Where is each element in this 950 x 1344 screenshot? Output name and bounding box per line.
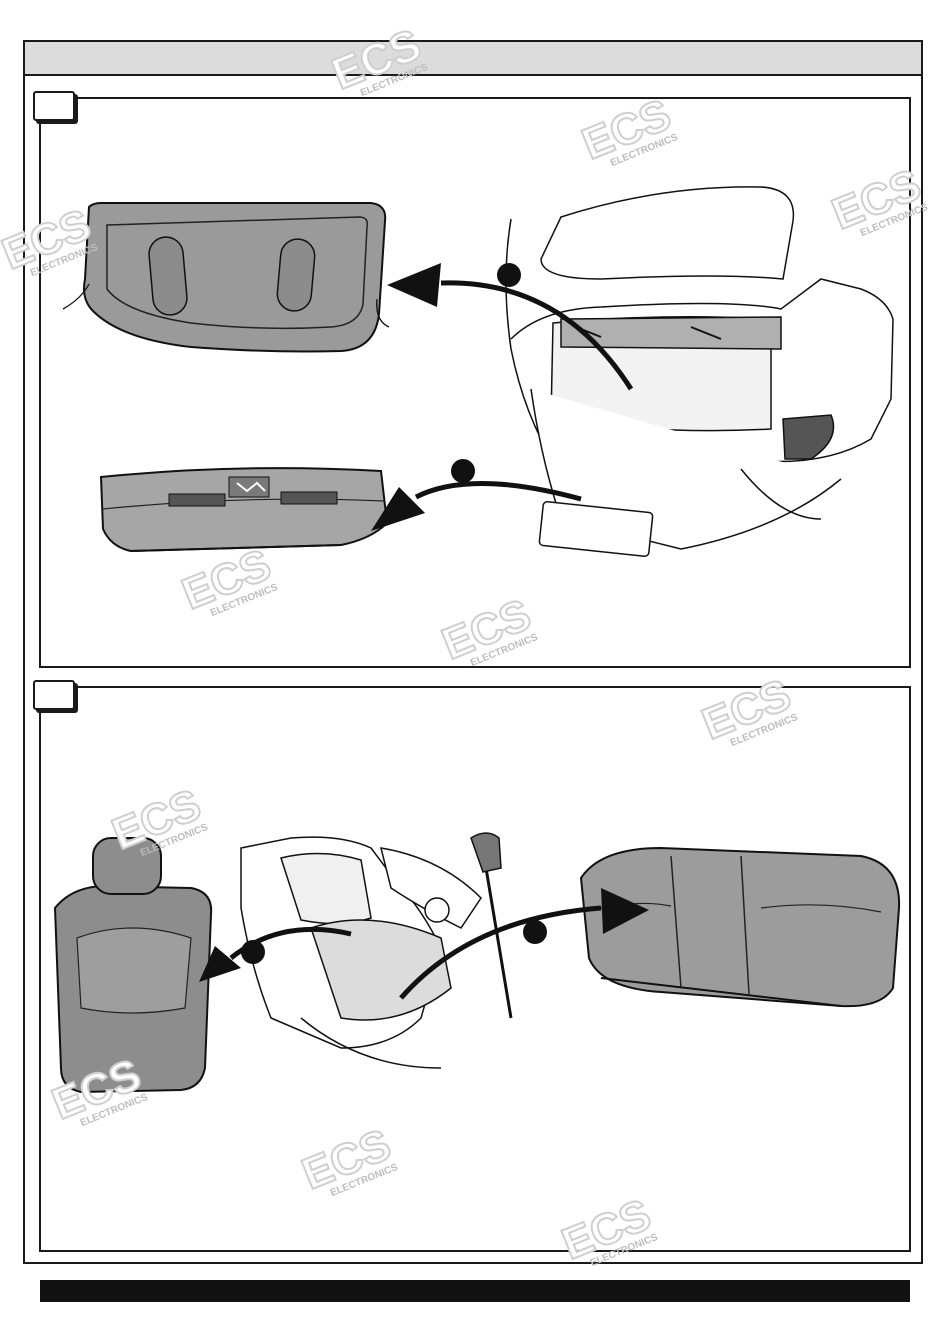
header-bar [25,42,921,76]
car-interior-illustration [241,833,511,1068]
footer-bar [40,1280,910,1302]
seat-cushion-illustration [581,848,899,1006]
car-rear-illustration [506,187,893,557]
step-panel-1 [39,97,911,668]
instruction-sheet [23,40,923,1264]
parcel-shelf-illustration [63,203,389,352]
seat-backrest-illustration [55,838,211,1092]
trunk-sill-trim-illustration [101,468,387,551]
panel-1-illustration [41,99,913,670]
panel-2-illustration [41,688,913,1254]
step-panel-2 [39,686,911,1252]
